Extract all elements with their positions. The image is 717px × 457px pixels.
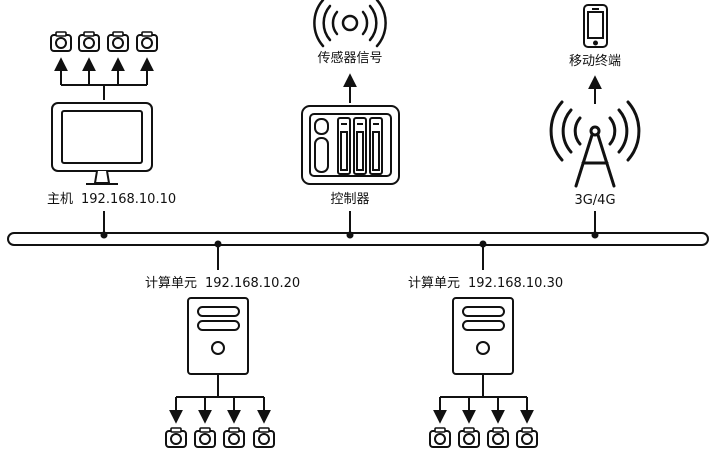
signal-icon [313,0,387,48]
mobile-bus-joint [591,231,599,239]
camera-icon [487,427,509,448]
camera-icon [165,427,187,448]
controller-node: 传感器信号 控制器 [301,0,400,239]
controller-label: 控制器 [330,192,369,207]
host-bus-joint [100,231,108,239]
mobile-node: 移动终端 3G/4G [549,4,641,239]
phone-icon [583,4,608,48]
mobile-terminal-label: 移动终端 [569,53,621,69]
camera-icon [458,427,480,448]
server-icon [452,297,514,375]
sensor-signal-label: 传感器信号 [317,50,382,66]
controller-icon [301,105,400,185]
camera-icon [136,31,158,52]
camera-group-unit-2 [429,427,538,448]
camera-icon [516,427,538,448]
tower-icon [549,100,641,188]
compute-unit-2-camera-arrows [433,374,534,424]
network-bus [7,232,709,246]
camera-icon [50,31,72,52]
compute-unit-1-camera-arrows [169,374,271,424]
camera-icon [107,31,129,52]
network-3g4g-label: 3G/4G [574,193,615,208]
camera-icon [78,31,100,52]
monitor-icon [51,102,153,185]
server-icon [187,297,249,375]
camera-icon [223,427,245,448]
camera-icon [429,427,451,448]
camera-group-unit-1 [165,427,275,448]
controller-bus-joint [346,231,354,239]
host-camera-arrows [54,57,154,100]
camera-group-host [50,31,158,52]
camera-icon [253,427,275,448]
camera-icon [194,427,216,448]
